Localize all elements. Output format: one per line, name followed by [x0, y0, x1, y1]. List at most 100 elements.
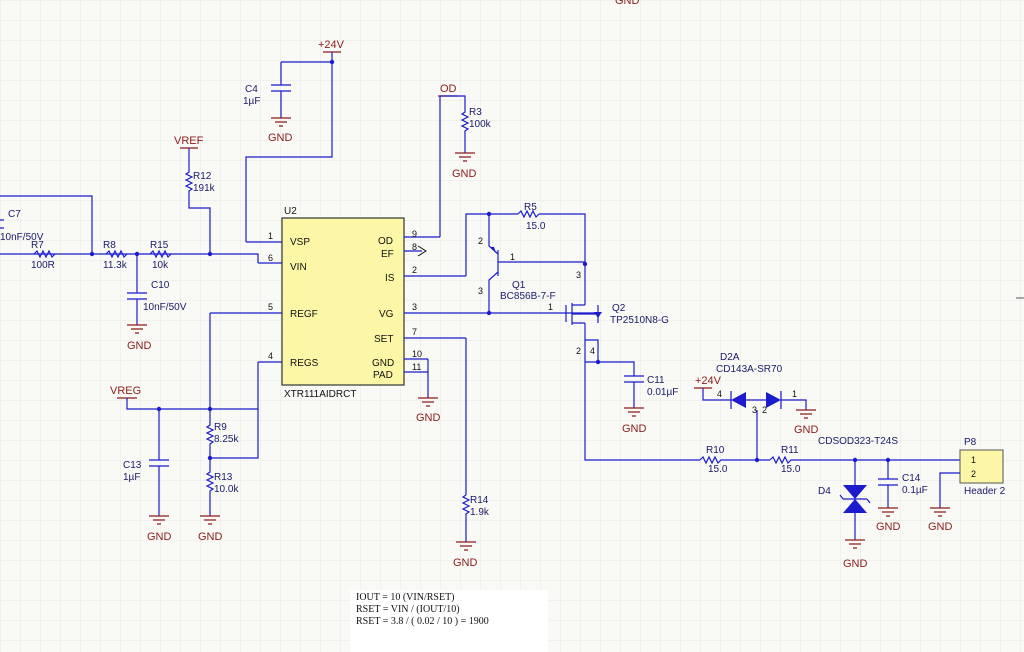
- svg-text:4: 4: [717, 389, 722, 399]
- vref-net[interactable]: VREF: [174, 135, 204, 168]
- svg-text:2: 2: [478, 236, 483, 246]
- gnd-symbol-r13: GND: [198, 515, 223, 543]
- resistor-r12[interactable]: R12 191k: [184, 168, 216, 254]
- capacitor-c7[interactable]: C7 10nF/50V: [0, 209, 44, 243]
- pin-name-vin: VIN: [290, 262, 307, 273]
- svg-text:3: 3: [752, 405, 757, 415]
- svg-text:1: 1: [971, 455, 976, 465]
- svg-text:GND: GND: [622, 423, 647, 435]
- pin-name-ef: EF: [381, 249, 394, 260]
- r13-ref: R13: [214, 472, 233, 483]
- resistor-r5[interactable]: R5 15.0: [465, 202, 588, 305]
- gnd-symbol-c14: GND: [876, 507, 901, 533]
- gnd-symbol-c4: GND: [268, 117, 293, 144]
- svg-text:1: 1: [792, 389, 797, 399]
- r15-value: 10k: [152, 260, 169, 271]
- c4-ref: C4: [245, 84, 258, 95]
- c13-ref: C13: [123, 460, 142, 471]
- resistor-r11[interactable]: R11 15.0: [769, 445, 801, 475]
- pin-name-is: IS: [385, 273, 395, 284]
- q2-ref: Q2: [612, 303, 626, 314]
- capacitor-c4[interactable]: C4 1µF: [243, 62, 291, 118]
- pin-num-set: 7: [412, 327, 417, 337]
- pin-name-regf: REGF: [290, 309, 318, 320]
- c7-value: 10nF/50V: [0, 232, 44, 243]
- d2a-ref: D2A: [720, 352, 740, 363]
- ic-u2[interactable]: U2 XTR111AIDRCT VSP VIN REGF REGS OD EF …: [210, 206, 598, 400]
- r3-value: 100k: [469, 119, 492, 130]
- resistor-r10[interactable]: R10 15.0: [699, 445, 730, 475]
- tvs-d4[interactable]: CDSOD323-T24S D4: [818, 436, 898, 540]
- gnd-symbol-c13: GND: [147, 515, 172, 543]
- transistor-q1[interactable]: 2 3 1 Q1 BC856B-7-F: [478, 214, 585, 316]
- c10-ref: C10: [151, 280, 170, 291]
- resistor-r15[interactable]: R15 10k: [149, 240, 172, 271]
- resistor-r8[interactable]: R8 11.3k: [103, 240, 128, 271]
- svg-text:1: 1: [548, 302, 553, 312]
- pin-num-gnd: 10: [412, 349, 422, 359]
- svg-text:GND: GND: [928, 521, 953, 533]
- svg-text:GND: GND: [843, 558, 868, 570]
- r10-value: 15.0: [708, 464, 728, 475]
- v24-net-top[interactable]: +24V: [245, 39, 345, 242]
- v24-label: +24V: [318, 39, 345, 51]
- q1-value: BC856B-7-F: [500, 291, 556, 302]
- capacitor-c14[interactable]: C14 0.1µF: [878, 460, 928, 508]
- pin-name-pad: PAD: [373, 370, 393, 381]
- r12-ref: R12: [193, 171, 212, 182]
- r8-value: 11.3k: [103, 260, 128, 271]
- r7-ref: R7: [31, 240, 44, 251]
- r9-value: 8.25k: [214, 434, 239, 445]
- c7-ref: C7: [8, 209, 21, 220]
- note-line-2: RSET = VIN / (IOUT/10): [356, 604, 460, 615]
- r14-ref: R14: [470, 495, 489, 506]
- mosfet-q2[interactable]: 3 1 2 4 Q2 TP2510N8-G: [548, 270, 669, 362]
- connector-p8[interactable]: P8 1 2 Header 2: [939, 437, 1006, 508]
- output-wire[interactable]: [584, 362, 960, 463]
- r12-value: 191k: [193, 183, 216, 194]
- svg-text:3: 3: [576, 270, 581, 280]
- svg-text:GND: GND: [198, 531, 223, 543]
- c11-ref: C11: [647, 375, 665, 386]
- vref-label: VREF: [174, 135, 204, 147]
- note-line-3: RSET = 3.8 / ( 0.02 / 10 ) = 1900: [356, 616, 489, 627]
- gnd-symbol-c11: GND: [622, 407, 647, 435]
- svg-text:GND: GND: [416, 412, 441, 424]
- d4-ref: D4: [818, 486, 831, 497]
- diode-d2a[interactable]: D2A CD143A-SR70 +24V 4 1 3 2: [694, 352, 807, 415]
- r5-value: 15.0: [526, 221, 546, 232]
- pin-name-gnd: GND: [372, 358, 394, 369]
- r11-ref: R11: [781, 445, 799, 456]
- c14-value: 0.1µF: [902, 485, 928, 496]
- od-net[interactable]: OD: [438, 83, 466, 237]
- r7-value: 100R: [31, 260, 55, 271]
- vreg-label: VREG: [110, 385, 141, 397]
- pin-num-vin: 6: [268, 253, 273, 263]
- pin-num-ef: 8: [412, 242, 417, 252]
- r9-ref: R9: [214, 422, 227, 433]
- svg-text:4: 4: [590, 346, 595, 356]
- ic-ground[interactable]: GND: [416, 359, 441, 424]
- resistor-r7[interactable]: R7 100R: [31, 240, 56, 271]
- resistor-r13[interactable]: R13 10.0k: [205, 458, 239, 516]
- regs-feedback-wire[interactable]: [210, 409, 259, 459]
- gnd-symbol-r14: GND: [453, 541, 478, 569]
- capacitor-c10[interactable]: C10 10nF/50V: [127, 254, 187, 325]
- svg-text:2: 2: [762, 405, 767, 415]
- pin-name-vg: VG: [379, 309, 394, 320]
- gnd-symbol-r3: GND: [452, 152, 477, 180]
- pin-name-set: SET: [374, 334, 393, 345]
- resistor-r3[interactable]: R3 100k: [460, 107, 492, 153]
- capacitor-c11[interactable]: C11 0.01µF: [585, 359, 678, 408]
- pin-name-od: OD: [378, 236, 393, 247]
- capacitor-c13[interactable]: C13 1µF: [123, 409, 169, 516]
- r3-ref: R3: [469, 107, 482, 118]
- pin-num-od: 9: [412, 229, 417, 239]
- c14-ref: C14: [902, 473, 921, 484]
- od-label: OD: [440, 83, 457, 95]
- r8-ref: R8: [103, 240, 116, 251]
- pin-num-pad: 11: [412, 362, 421, 372]
- q2-value: TP2510N8-G: [610, 315, 669, 326]
- resistor-r14[interactable]: R14 1.9k: [461, 338, 490, 542]
- r15-ref: R15: [150, 240, 169, 251]
